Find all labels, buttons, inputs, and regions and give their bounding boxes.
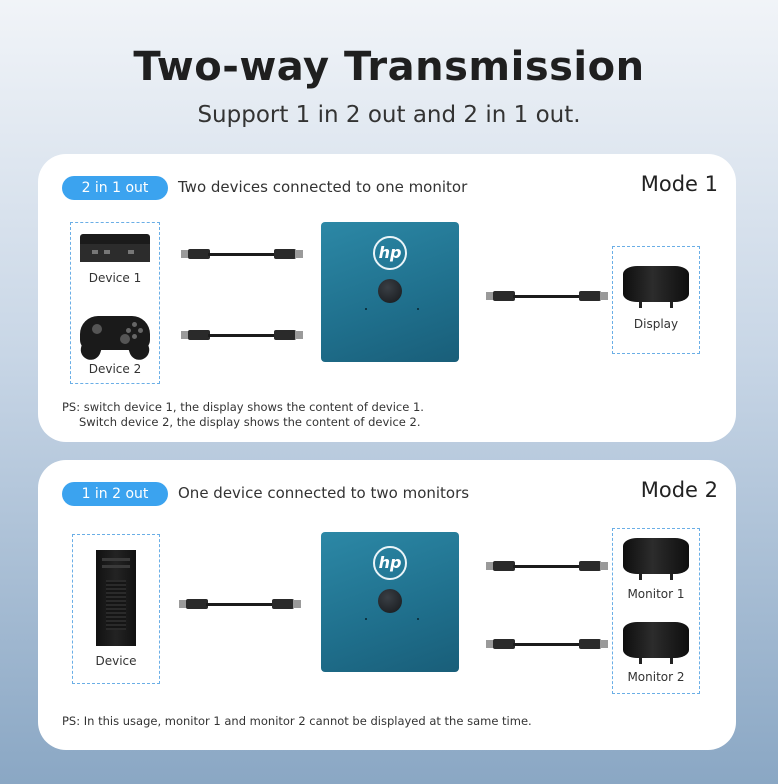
hdmi-cable-icon [179, 596, 301, 612]
switch-button-icon [378, 279, 402, 303]
monitor-icon [623, 622, 689, 668]
hp-logo-icon: hp [373, 546, 407, 580]
hdmi-switch-device: hp [321, 222, 459, 362]
hp-logo-icon: hp [373, 236, 407, 270]
mode1-note-line2: Switch device 2, the display shows the c… [79, 415, 421, 429]
device1-label: Device 1 [88, 271, 142, 285]
monitor-icon [623, 538, 689, 584]
page-title: Two-way Transmission [133, 44, 645, 90]
mode2-card: 1 in 2 out One device connected to two m… [38, 460, 736, 750]
mode2-description: One device connected to two monitors [178, 484, 470, 502]
mode1-description: Two devices connected to one monitor [178, 178, 468, 196]
pc-tower-icon [96, 550, 136, 646]
hdmi-cable-icon [181, 327, 303, 343]
mode1-label: Mode 1 [640, 172, 718, 196]
mode2-monitors-frame [612, 528, 700, 694]
switch-button-icon [378, 589, 402, 613]
display-label: Display [633, 317, 679, 331]
mode1-note: PS: switch device 1, the display shows t… [62, 400, 424, 430]
game-controller-icon [78, 310, 152, 363]
hdmi-cable-icon [486, 288, 608, 304]
tv-box-icon [80, 234, 150, 264]
monitor1-label: Monitor 1 [627, 587, 685, 601]
page-subtitle: Support 1 in 2 out and 2 in 1 out. [197, 102, 581, 128]
mode2-label: Mode 2 [640, 478, 718, 502]
hdmi-cable-icon [486, 636, 608, 652]
mode1-pill: 2 in 1 out [62, 176, 168, 200]
mode1-note-line1: PS: switch device 1, the display shows t… [62, 400, 424, 414]
hdmi-cable-icon [181, 246, 303, 262]
hdmi-cable-icon [486, 558, 608, 574]
mode2-pill: 1 in 2 out [62, 482, 168, 506]
mode1-sources-frame [70, 222, 160, 384]
mode2-note: PS: In this usage, monitor 1 and monitor… [62, 714, 532, 728]
mode1-card: 2 in 1 out Two devices connected to one … [38, 154, 736, 442]
mode1-display-frame [612, 246, 700, 354]
device2-label: Device 2 [88, 362, 142, 376]
monitor2-label: Monitor 2 [627, 670, 685, 684]
hdmi-switch-device: hp [321, 532, 459, 672]
mode2-source-frame [72, 534, 160, 684]
device-label: Device [95, 654, 137, 668]
monitor-icon [623, 266, 689, 312]
